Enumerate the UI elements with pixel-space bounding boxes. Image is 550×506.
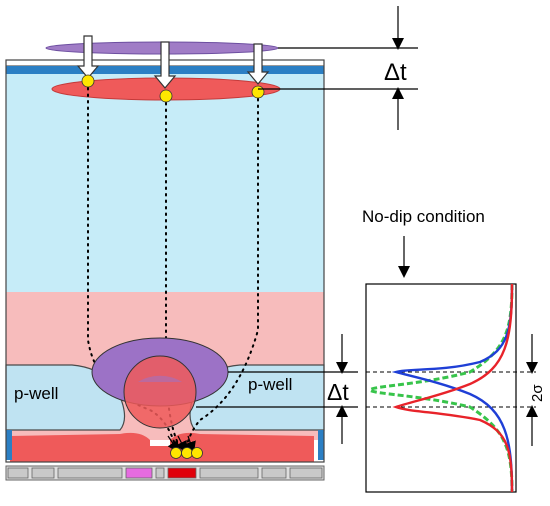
distribution-plot — [365, 283, 538, 493]
pad — [7, 467, 29, 479]
delta-t-top-label: Δt — [384, 59, 407, 86]
charge-dot — [181, 447, 193, 459]
white-arrow — [246, 43, 270, 85]
drift-path — [185, 98, 259, 449]
right-blue-edge — [318, 430, 324, 460]
blue-distribution-curve — [391, 283, 514, 493]
white-arrow — [76, 35, 100, 79]
detector-cross-section: p-well p-well — [5, 35, 325, 481]
cloud-overlap — [138, 375, 182, 382]
charge-dot — [251, 85, 265, 99]
pad-red — [167, 467, 197, 479]
delta-t-mid-dimension — [196, 334, 358, 444]
pad — [155, 467, 165, 479]
incident-arrows — [76, 35, 270, 89]
pad — [31, 467, 55, 479]
pad — [57, 467, 123, 479]
pad — [261, 467, 287, 479]
no-dip-title: No-dip condition — [362, 207, 485, 226]
delta-t-top-dimension — [258, 6, 418, 130]
bottom-red-layer-right — [170, 432, 314, 462]
white-arrow — [153, 41, 177, 89]
bottom-red-layer-left — [10, 432, 150, 462]
delta-t-mid-label: Δt — [327, 379, 349, 405]
two-sigma-label: 2σ — [529, 384, 546, 402]
charge-cloud-red — [123, 355, 197, 429]
charge-dot — [191, 447, 203, 459]
small-arrow — [184, 435, 196, 454]
bottom-pads — [5, 465, 325, 481]
pad-magenta — [125, 467, 153, 479]
red-distribution-curve — [392, 283, 514, 493]
left-blue-edge — [6, 430, 12, 460]
pad — [289, 467, 323, 479]
charge-dot — [159, 89, 173, 103]
charge-dot — [81, 74, 95, 88]
small-arrow — [175, 435, 187, 454]
charge-dot — [170, 447, 182, 459]
p-well-label-right: p-well — [248, 375, 292, 394]
p-well-label-left: p-well — [14, 384, 58, 403]
pad — [199, 467, 259, 479]
plot-frame — [365, 283, 517, 493]
small-arrow — [167, 435, 180, 453]
bottom-red-layer-center — [145, 446, 175, 462]
